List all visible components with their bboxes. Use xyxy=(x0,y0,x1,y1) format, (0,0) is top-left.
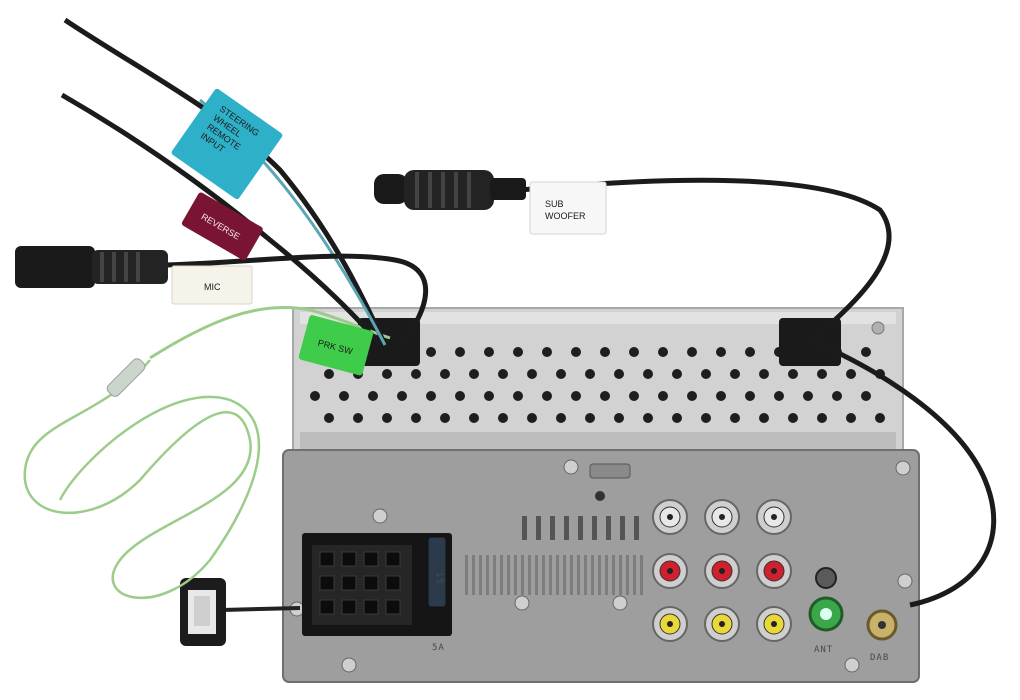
steering-wheel-remote-tag: STEERING WHEEL REMOTE INPUT xyxy=(171,88,283,200)
panel-screw xyxy=(897,573,913,589)
reverse-wire xyxy=(60,92,382,347)
subwoofer-cable-lower xyxy=(809,337,997,608)
parking-wire-coil xyxy=(23,359,261,600)
mic-tag: MIC xyxy=(171,265,253,305)
cable-grommet-left xyxy=(358,318,420,366)
parking-switch-tag: PRK SW xyxy=(298,315,374,376)
reverse-tag: REVERSE xyxy=(181,192,263,261)
steering-remote-wire xyxy=(63,17,388,347)
mic-plug xyxy=(15,246,168,288)
inline-fuse-holder xyxy=(106,358,146,397)
svg-text:MIC: MIC xyxy=(204,282,221,292)
panel-screw xyxy=(341,657,357,673)
panel-screw xyxy=(844,657,860,673)
heatsink-fins xyxy=(465,516,643,595)
ant-label: ANT xyxy=(814,645,833,655)
dab-label: DAB xyxy=(870,653,889,663)
mic-cable xyxy=(164,253,429,347)
fuse-amp-label: 5A xyxy=(432,643,445,653)
svg-text:WOOFER: WOOFER xyxy=(545,211,586,221)
usb-connector xyxy=(180,578,301,646)
antenna-connector: ANT xyxy=(808,567,844,655)
subwoofer-tag: SUB WOOFER xyxy=(529,181,607,235)
panel-screw xyxy=(612,595,628,611)
panel-screw xyxy=(372,508,388,524)
panel-screw xyxy=(514,595,530,611)
dab-connector: DAB xyxy=(866,609,898,663)
chassis-screw xyxy=(871,321,885,335)
panel-screw xyxy=(895,460,911,476)
panel-badge xyxy=(589,463,631,479)
svg-text:SUB: SUB xyxy=(545,199,564,209)
iso-connector: 15 5A xyxy=(302,533,452,653)
rca-jacks xyxy=(652,499,792,642)
subwoofer-cable xyxy=(519,177,892,342)
fuse-rating: 15 xyxy=(434,572,444,585)
panel-hole xyxy=(595,491,605,501)
subwoofer-rca-plug xyxy=(374,170,526,210)
fuse xyxy=(427,536,447,608)
panel-screw xyxy=(563,459,579,475)
